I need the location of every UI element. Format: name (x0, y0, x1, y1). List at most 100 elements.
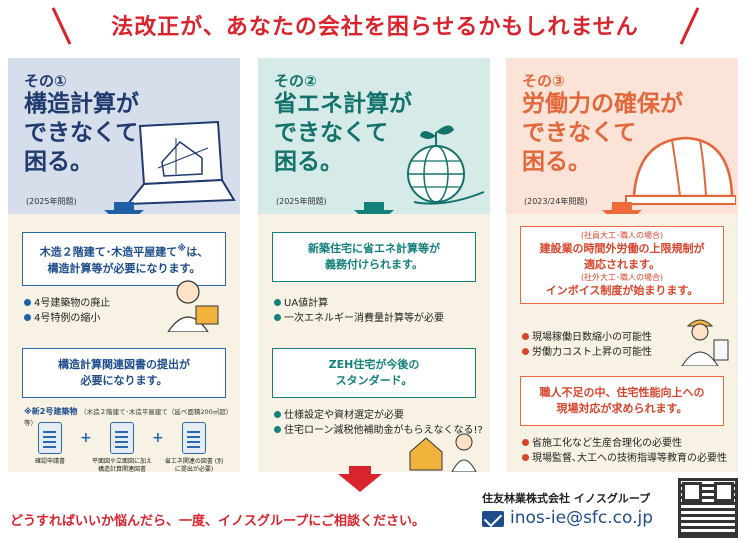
required-documents: 確認申請書 + 平面図や立面図に加え 構造計算関連図書 + 省エネ関連の図書 (… (20, 422, 230, 484)
list-item: 現場稼働日数縮小の可能性 (522, 330, 652, 345)
column-number: その③ (522, 72, 565, 90)
column-detail-panel: (社員大工･職人の場合) 建設業の時間外労働の上限規制が 適応されます。 (社外… (506, 214, 738, 472)
info-box: 木造２階建て･木造平屋建て※は、 構造計算等が必要になります。 (22, 232, 226, 286)
company-name: 住友林業株式会社 イノスグループ (482, 492, 651, 505)
info-box: 構造計算関連図書の提出が 必要になります。 (22, 348, 226, 398)
column-energy-calculation: その② 省エネ計算が できなくて 困る。 (2025年問題) 新築住宅に省エネ計… (258, 58, 490, 472)
box-text: 必要になります。 (80, 374, 168, 387)
center-arrow-stem (349, 466, 371, 476)
box-text: ZEH住宅が今後の (328, 358, 420, 371)
footnote-detail: （木造２階建て･木造平屋建て（延べ面積200㎡超）等） (24, 408, 233, 427)
headline-line: できなくて (24, 120, 139, 146)
list-item-text: 住宅ローン減税他補助金がもらえなくなる!? (284, 425, 483, 436)
year-label: (2025年問題) (276, 197, 327, 206)
column-labor-shortage: その③ 労働力の確保が できなくて 困る。 (2023/24年問題) (社員大工… (506, 58, 738, 472)
list-item: 一次エネルギー消費量計算等が必要 (274, 311, 444, 326)
column-headline: 労働力の確保が できなくて 困る。 (522, 90, 722, 177)
email-address[interactable]: inos-ie@sfc.co.jp (510, 508, 654, 528)
box-text: 現場対応が求められます。 (556, 402, 688, 415)
column-structural-calculation: その① 構造計算が できなくて 困る。 (2025年問題) 木造２階建て･木造平… (8, 58, 240, 473)
document-icon (38, 422, 62, 454)
laptop-house-icon (125, 120, 236, 206)
bullet-icon (274, 299, 281, 306)
list-item-text: 現場監督､大工への技術指導等教育の必要性 (532, 453, 727, 464)
down-arrow-stem (364, 202, 384, 212)
info-box: 職人不足の中、住宅性能向上への 現場対応が求められます。 (520, 376, 724, 426)
headline-line: 構造計算が (24, 91, 139, 117)
document-item: 省エネ関連の図書 (別に提出が必要) (164, 422, 224, 474)
list-item-text: 4号建築物の廃止 (34, 298, 111, 309)
document-item: 平面図や立面図に加え 構造計算関連図書 (92, 422, 152, 474)
headline-line: 困る。 (24, 149, 93, 175)
list-item: 4号建築物の廃止 (24, 296, 110, 311)
column-headline: 省エネ計算が できなくて 困る。 (274, 90, 474, 177)
bullet-icon (522, 439, 529, 446)
bullet-icon (522, 348, 529, 355)
box-text: 構造計算等が必要になります。 (47, 261, 201, 275)
headline-line: 省エネ計算が (274, 91, 412, 117)
down-arrow-stem (114, 202, 134, 212)
worried-man-icon (167, 280, 219, 332)
box-subnote: (社員大工･職人の場合) (580, 231, 664, 240)
list-item: 4号特例の縮小 (24, 311, 110, 326)
list-item: 労働力コスト上昇の可能性 (522, 345, 652, 360)
column-header-panel: その③ 労働力の確保が できなくて 困る。 (2023/24年問題) (506, 58, 738, 228)
year-label: (2023/24年問題) (524, 197, 588, 206)
list-item-text: UA値計算 (284, 298, 329, 309)
document-label: 平面図や立面図に加え 構造計算関連図書 (92, 458, 153, 473)
list-item-text: 仕様設定や資材選定が必要 (284, 410, 404, 421)
bullet-icon (24, 314, 31, 321)
document-icon (110, 422, 134, 454)
document-label: 確認申請書 (34, 458, 65, 465)
bullet-icon (522, 454, 529, 461)
bullet-icon (274, 411, 281, 418)
mail-icon (482, 511, 504, 527)
bullet-icon (522, 333, 529, 340)
page-title: 法改正が、あなたの会社を困らせるかもしれません (111, 15, 639, 40)
list-item-text: 一次エネルギー消費量計算等が必要 (284, 313, 444, 324)
box-text: 職人不足の中、住宅性能向上への (539, 386, 705, 399)
info-box: (社員大工･職人の場合) 建設業の時間外労働の上限規制が 適応されます。 (社外… (520, 226, 724, 304)
list-item-text: 省施工化など生産合理化の必要性 (532, 438, 682, 449)
column-number: その② (274, 72, 317, 90)
box-text: 適応されます。 (584, 258, 660, 271)
box-text: 建設業の時間外労働の上限規制が (539, 242, 705, 255)
column-detail-panel: 新築住宅に省エネ計算等が 義務付けられます。 UA値計算 一次エネルギー消費量計… (258, 214, 490, 472)
footnote: ※新2号建築物 （木造２階建て･木造平屋建て（延べ面積200㎡超）等） (24, 406, 240, 427)
bullet-list: 省施工化など生産合理化の必要性 現場監督､大工への技術指導等教育の必要性 (522, 436, 727, 466)
header: 法改正が、あなたの会社を困らせるかもしれません (0, 0, 750, 52)
consultation-message: どうすればいいか悩んだら、一度、イノスグループにご相談ください。 (10, 514, 425, 529)
document-icon (182, 422, 206, 454)
box-text: 木造２階建て･木造平屋建て (39, 245, 178, 259)
down-arrow-stem (612, 202, 632, 212)
box-text: 新築住宅に省エネ計算等が (308, 242, 440, 255)
document-label: 省エネ関連の図書 (別に提出が必要) (164, 458, 224, 473)
headline-line: 困る。 (522, 149, 591, 175)
plus-icon: + (80, 430, 92, 446)
box-subnote: (社外大工･職人の場合) (580, 273, 664, 282)
info-box: ZEH住宅が今後の スタンダード。 (272, 348, 476, 398)
column-headline: 構造計算が できなくて 困る。 (24, 90, 224, 177)
headline-line: 困る。 (274, 149, 343, 175)
bullet-list: 現場稼働日数縮小の可能性 労働力コスト上昇の可能性 (522, 330, 652, 360)
box-text: インボイス制度が始まります。 (545, 284, 699, 297)
bullet-icon (24, 299, 31, 306)
headline-line: できなくて (274, 120, 389, 146)
box-text: は、 (186, 245, 209, 259)
qr-code[interactable] (678, 478, 738, 538)
column-header-panel: その② 省エネ計算が できなくて 困る。 (2025年問題) (258, 58, 490, 228)
list-item: 現場監督､大工への技術指導等教育の必要性 (522, 451, 727, 466)
list-item-text: 労働力コスト上昇の可能性 (532, 347, 652, 358)
hard-hat-icon (625, 136, 736, 205)
bullet-icon (274, 314, 281, 321)
box-text: 構造計算関連図書の提出が (58, 358, 190, 371)
list-item-text: 4号特例の縮小 (34, 313, 101, 324)
globe-plant-icon (407, 125, 485, 205)
headline-line: 労働力の確保が (522, 91, 683, 117)
bullet-icon (274, 426, 281, 433)
info-box: 新築住宅に省エネ計算等が 義務付けられます。 (272, 232, 476, 282)
column-detail-panel: 木造２階建て･木造平屋建て※は、 構造計算等が必要になります。 4号建築物の廃止… (8, 214, 240, 473)
box-text: スタンダード。 (335, 374, 413, 387)
year-label: (2025年問題) (26, 197, 77, 206)
bullet-list: 仕様設定や資材選定が必要 住宅ローン減税他補助金がもらえなくなる!? (274, 408, 483, 438)
